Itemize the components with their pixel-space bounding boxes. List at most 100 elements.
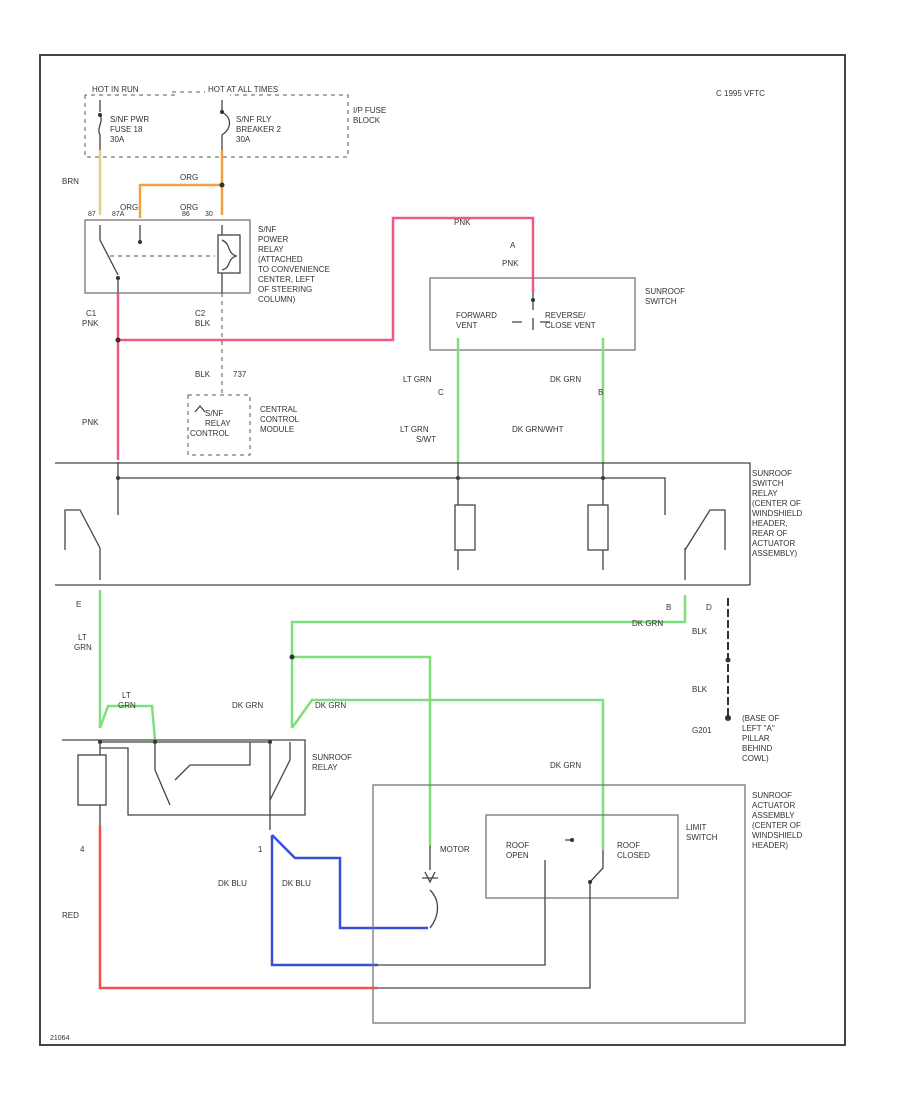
dk-blu-label-1: DK BLU [218, 879, 247, 888]
dk-blu-wire-limit [270, 835, 378, 967]
control-module: S/NF RELAY CONTROL CENTRAL CONTROL MODUL… [187, 394, 300, 456]
ground-label-4: BEHIND [742, 744, 772, 753]
relay-pin-30: 30 [205, 211, 213, 218]
org-label-2: ORG [120, 203, 138, 212]
actuator-label-4: (CENTER OF [752, 821, 801, 830]
forward-vent-label-1: FORWARD [456, 311, 497, 320]
lt-grn-label-1: LT GRN [403, 375, 432, 384]
fuse-label-3: 30A [110, 135, 125, 144]
dk-blu-label-2: DK BLU [282, 879, 311, 888]
pin-e-label: E [76, 600, 81, 609]
g201-label: G201 [692, 726, 712, 735]
sunroof-relay-contact-1 [154, 742, 251, 806]
outer-frame [39, 54, 846, 1046]
fuse-block-label-1: I/P FUSE [353, 106, 386, 115]
sunroof-switch-relay: SUNROOF SWITCH RELAY (CENTER OF WINDSHIE… [55, 462, 802, 586]
power-relay-label-7: OF STEERING [258, 285, 312, 294]
dk-grn-wire-motor [292, 655, 432, 845]
control-module-label-1: S/NF [205, 409, 223, 418]
dk-grn-label-1: DK GRN [550, 375, 581, 384]
relay-pin-86: 86 [182, 211, 190, 218]
blk-label-2: BLK [195, 370, 211, 379]
actuator-label-3: ASSEMBLY [752, 811, 795, 820]
roof-open-label-2: OPEN [506, 851, 529, 860]
central-module-label-2: CONTROL [260, 415, 300, 424]
fuse-block-label-2: BLOCK [353, 116, 381, 125]
power-relay-label-4: (ATTACHED [258, 255, 303, 264]
actuator-label-6: HEADER) [752, 841, 788, 850]
motor-icon [422, 845, 439, 929]
lt-grn-label-2: LT GRN [400, 425, 429, 434]
lt-grn-loop-label-2: GRN [118, 701, 136, 710]
actuator-label-5: WINDSHIELD [752, 831, 802, 840]
switch-relay-coil-right [587, 504, 609, 551]
brn-label: BRN [62, 177, 79, 186]
switch-relay-label-1: SUNROOF [752, 469, 792, 478]
dk-grn-label-2: DK GRN [632, 619, 663, 628]
power-relay-label-2: POWER [258, 235, 288, 244]
switch-relay-coil-left [454, 504, 476, 551]
pin-4-label: 4 [80, 845, 85, 854]
pin-1-label: 1 [258, 845, 263, 854]
num-737-label: 737 [233, 370, 247, 379]
lt-grn-lower-label-1: LT [78, 633, 87, 642]
hot-at-all-times-label: HOT AT ALL TIMES [208, 85, 278, 94]
hot-in-run-label: HOT IN RUN [92, 85, 139, 94]
power-relay-switch-icon [99, 225, 119, 293]
footer-code: 21064 [50, 1035, 70, 1042]
roof-closed-label-2: CLOSED [617, 851, 650, 860]
roof-open-contact [378, 839, 572, 966]
sunroof-relay-contact-2 [269, 742, 291, 801]
switch-relay-label-9: ASSEMBLY) [752, 549, 798, 558]
red-label: RED [62, 911, 79, 920]
dk-grn-wire-limit [290, 698, 605, 850]
breaker-label-2: BREAKER 2 [236, 125, 281, 134]
org-wire-jumper [138, 183, 222, 218]
power-relay: S/NF POWER RELAY (ATTACHED TO CONVENIENC… [84, 211, 330, 304]
switch-relay-label-3: RELAY [752, 489, 778, 498]
forward-vent-label-2: VENT [456, 321, 477, 330]
switch-relay-label-4: (CENTER OF [752, 499, 801, 508]
upper-wires: BRN ORG ORG ORG C1 PNK PNK PNK A PNK C2 … [62, 150, 535, 460]
switch-relay-contact-left [64, 509, 101, 550]
power-relay-label-6: CENTER, LEFT [258, 275, 315, 284]
motor-label: MOTOR [440, 845, 470, 854]
dk-grn-label-5: DK GRN [550, 761, 581, 770]
fuse-18-icon [98, 100, 102, 150]
org-label-3: ORG [180, 203, 198, 212]
blk-label-4: BLK [692, 685, 708, 694]
red-wire [98, 825, 378, 990]
relay-pin-87: 87 [88, 211, 96, 218]
sunroof-relay-label-2: RELAY [312, 763, 338, 772]
limit-switch-box [485, 814, 679, 899]
switch-relay-contact-right [664, 500, 726, 551]
power-relay-label-8: COLUMN) [258, 295, 296, 304]
control-module-label-3: CONTROL [190, 429, 230, 438]
switch-relay-label-6: HEADER, [752, 519, 788, 528]
breaker-2-icon [221, 100, 231, 150]
c2-label: C2 [195, 309, 206, 318]
lower-wires: E LT GRN LT GRN B DK GRN DK GRN DK GRN D… [74, 590, 779, 850]
pnk-label-switch: PNK [502, 259, 519, 268]
c1-label: C1 [86, 309, 97, 318]
ground-label-5: COWL) [742, 754, 769, 763]
lt-grn-loop-label-1: LT [122, 691, 131, 700]
copyright-text: C 1995 VFTC [716, 89, 765, 98]
blk-label-1: BLK [195, 319, 211, 328]
sunroof-switch-label-2: SWITCH [645, 297, 677, 306]
ground-label-2: LEFT "A" [742, 724, 775, 733]
breaker-label-3: 30A [236, 135, 251, 144]
output-wires: RED DK BLU DK BLU [62, 825, 428, 990]
limit-switch-label-2: SWITCH [686, 833, 718, 842]
pnk-label-2: PNK [454, 218, 471, 227]
dk-blu-wire-motor [271, 834, 428, 930]
actuator-label-2: ACTUATOR [752, 801, 795, 810]
relay-pin-87a: 87A [112, 211, 125, 218]
s-wht-label: S/WT [416, 435, 436, 444]
central-module-label-1: CENTRAL [260, 405, 298, 414]
reverse-vent-label-2: CLOSE VENT [545, 321, 596, 330]
fuse-label-2: FUSE 18 [110, 125, 143, 134]
switch-relay-label-5: WINDSHIELD [752, 509, 802, 518]
limit-switch-label-1: LIMIT [686, 823, 707, 832]
